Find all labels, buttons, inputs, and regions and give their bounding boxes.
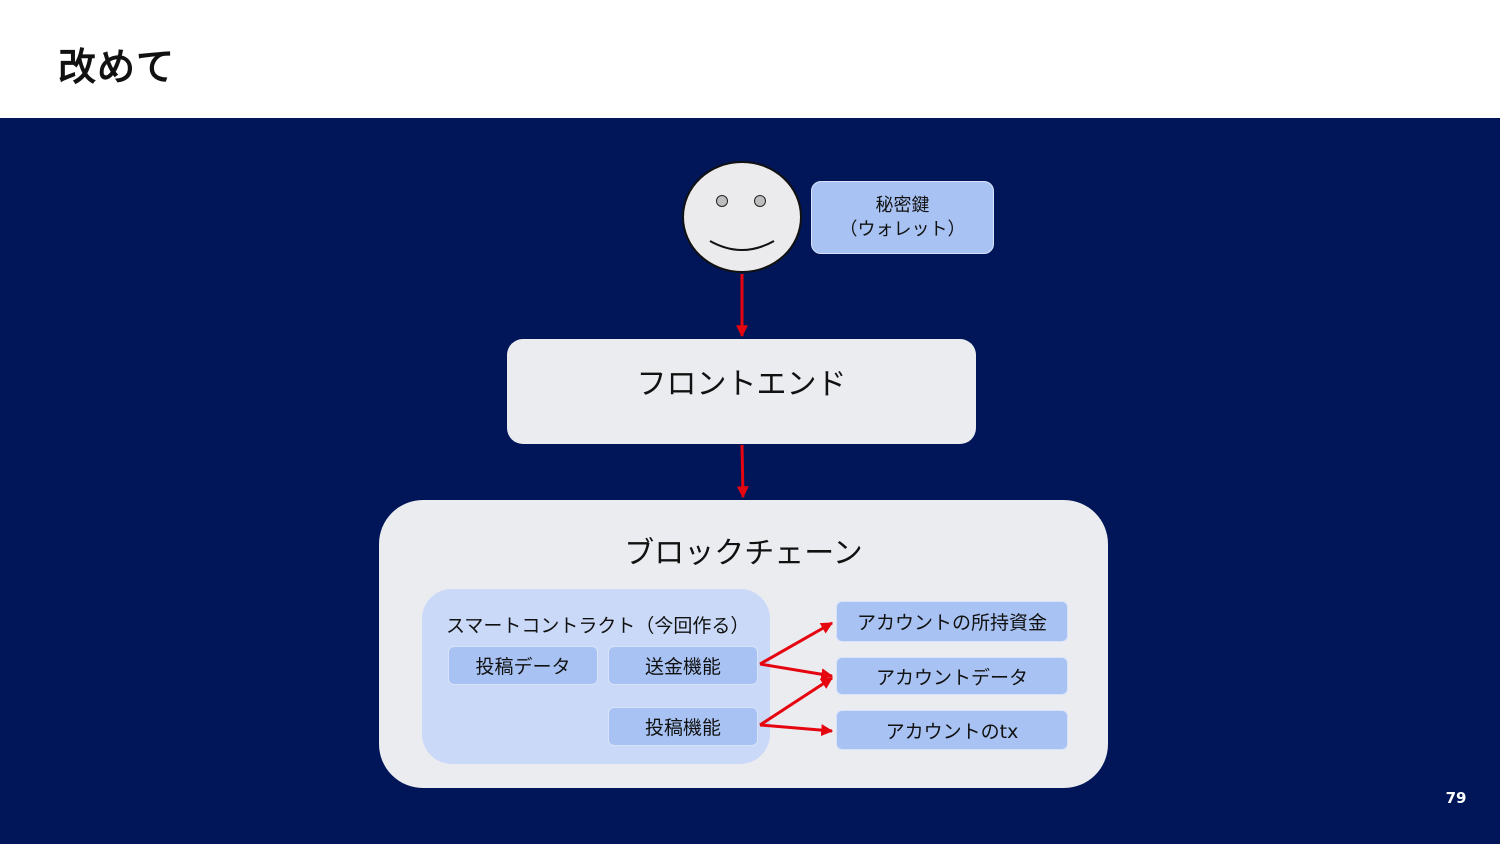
wallet-box: 秘密鍵 （ウォレット） bbox=[811, 181, 994, 254]
contract-item-post-data: 投稿データ bbox=[448, 646, 598, 685]
wallet-line1: 秘密鍵 bbox=[875, 194, 930, 216]
page-number: 79 bbox=[1445, 789, 1467, 807]
account-data-box: アカウントデータ bbox=[836, 657, 1068, 695]
account-tx-box: アカウントのtx bbox=[836, 710, 1068, 750]
frontend-label: フロントエンド bbox=[636, 367, 847, 402]
wallet-line2: （ウォレット） bbox=[839, 218, 966, 240]
right-eye bbox=[754, 195, 766, 207]
left-eye bbox=[716, 195, 728, 207]
account-funds-box: アカウントの所持資金 bbox=[836, 601, 1068, 642]
blockchain-label: ブロックチェーン bbox=[624, 536, 863, 571]
slide-header: 改めて bbox=[0, 0, 1500, 118]
contract-item-transfer: 送金機能 bbox=[608, 646, 758, 685]
contract-item-post: 投稿機能 bbox=[608, 707, 758, 746]
smile-mouth bbox=[709, 240, 775, 251]
slide-title: 改めて bbox=[58, 45, 176, 89]
smart-contract-label: スマートコントラクト（今回作る） bbox=[446, 615, 750, 637]
frontend-box: フロントエンド bbox=[507, 339, 976, 444]
smiley-face-icon bbox=[682, 161, 802, 273]
